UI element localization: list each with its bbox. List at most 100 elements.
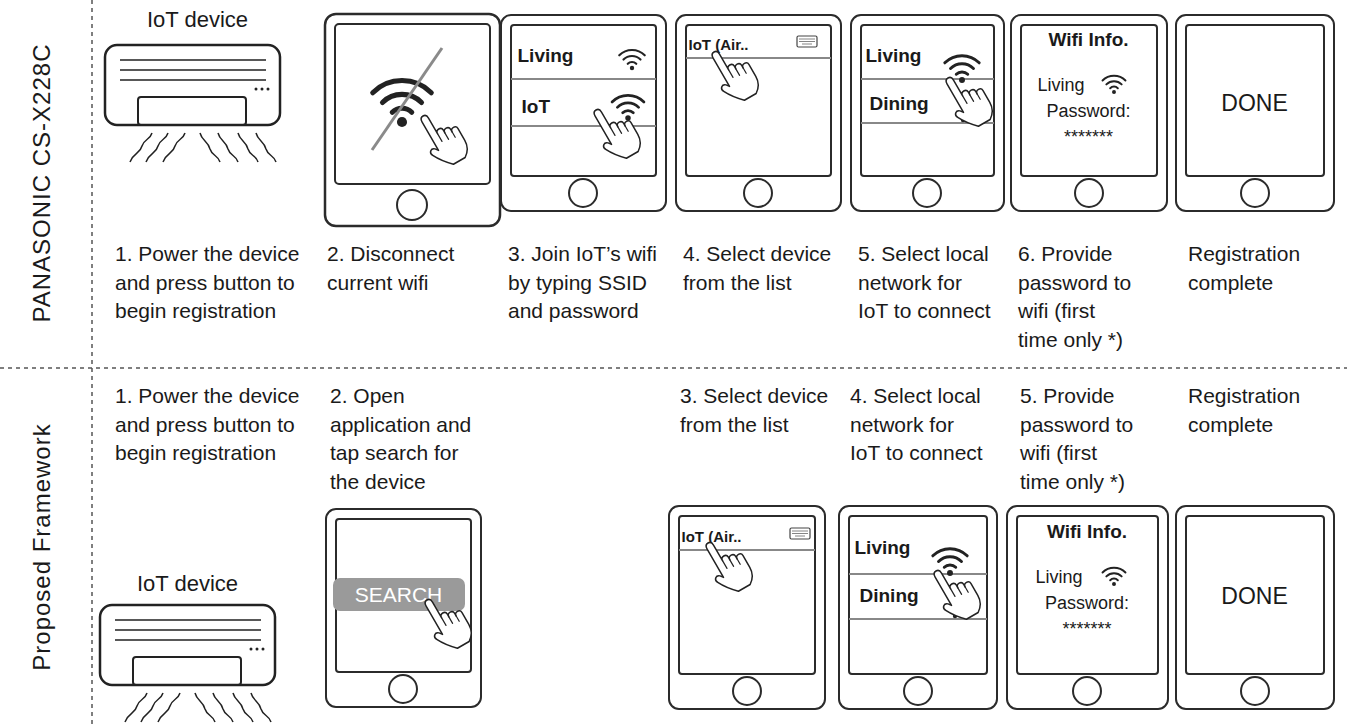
device-icon xyxy=(797,36,817,47)
airflow xyxy=(213,693,233,722)
device-name: IoT device xyxy=(147,6,307,35)
step-caption: 5. Select local network for IoT to conne… xyxy=(858,240,993,326)
ac-dot xyxy=(256,648,259,651)
pointing-hand xyxy=(586,98,646,165)
wifi-icon xyxy=(373,81,432,127)
home-button xyxy=(388,674,418,704)
list-divider xyxy=(849,618,987,620)
home-button xyxy=(1240,676,1270,706)
phone-screen xyxy=(335,24,490,184)
phone-frame: Wifi Info.LivingPassword:******* xyxy=(1010,14,1168,212)
step-caption: 2. Disconnect current wifi xyxy=(327,240,497,297)
screen-text: ******* xyxy=(1008,619,1166,640)
wifi-icon xyxy=(1103,568,1126,586)
phone-frame: DONE xyxy=(1175,505,1335,710)
ac-dot xyxy=(262,648,265,651)
phone-frame: LivingDining xyxy=(850,14,1005,212)
list-divider xyxy=(679,549,815,551)
wifi-icon xyxy=(945,56,979,83)
screen-text: Living xyxy=(855,537,911,559)
step-caption: Registration complete xyxy=(1188,382,1328,439)
screen-text: IoT xyxy=(522,96,551,118)
ac-dot xyxy=(267,88,270,91)
step-caption: 3. Select device from the list xyxy=(680,382,845,439)
step-caption: Registration complete xyxy=(1188,240,1328,297)
screen-text: IoT (Air.. xyxy=(682,528,742,545)
pointing-hand xyxy=(417,588,477,655)
airflow xyxy=(195,693,215,722)
ac-panel xyxy=(133,657,241,685)
airflow xyxy=(146,133,168,162)
screen-text: Living xyxy=(518,45,574,67)
pointing-hand xyxy=(413,104,473,171)
pointing-hand xyxy=(698,531,758,598)
wifi-dot xyxy=(961,118,965,122)
phone-frame: IoT (Air.. xyxy=(675,14,842,212)
list-divider xyxy=(861,122,994,124)
airflow xyxy=(130,133,152,162)
ac-grille xyxy=(120,60,266,80)
wifi-icon xyxy=(933,549,967,576)
ac-body xyxy=(105,45,280,125)
step-caption: 4. Select local network for IoT to conne… xyxy=(850,382,985,468)
screen-text: Dining xyxy=(860,585,919,607)
airflow xyxy=(163,133,185,162)
airflow xyxy=(256,133,276,162)
list-divider xyxy=(861,78,994,80)
list-divider xyxy=(686,57,831,59)
phone-frame: SEARCH xyxy=(325,508,482,708)
ac-body xyxy=(100,605,275,685)
screen-text: Living xyxy=(1036,567,1083,588)
airflow xyxy=(218,133,238,162)
home-button xyxy=(1072,676,1102,706)
vertical-divider xyxy=(91,0,93,727)
ac-dot xyxy=(255,88,258,91)
screen-text: Living xyxy=(1038,75,1085,96)
phone-frame: DONE xyxy=(1175,14,1335,212)
airflow xyxy=(233,693,253,722)
airflow xyxy=(158,693,180,722)
screen-text: Password: xyxy=(1008,593,1166,614)
horizontal-divider xyxy=(0,367,1347,369)
phone-body xyxy=(325,14,500,226)
list-divider xyxy=(849,573,987,575)
air-conditioner xyxy=(100,605,275,722)
home-button xyxy=(568,178,598,208)
pointing-hand xyxy=(926,559,986,626)
wifi-dot xyxy=(953,614,957,618)
wifi-icon xyxy=(619,50,644,70)
screen-text: DONE xyxy=(1177,90,1332,116)
device-name: IoT device xyxy=(137,570,297,599)
home-button xyxy=(903,676,933,706)
home-button xyxy=(397,190,427,220)
screen-text: Dining xyxy=(870,93,929,115)
step-caption: 1. Power the device and press button to … xyxy=(115,240,330,326)
list-divider xyxy=(511,78,656,80)
step-caption: 1. Power the device and press button to … xyxy=(115,382,330,468)
screen-text: Wifi Info. xyxy=(1012,29,1165,51)
ac-panel xyxy=(138,97,246,125)
strike-line xyxy=(372,48,442,150)
ac-dot xyxy=(261,88,264,91)
airflow xyxy=(238,133,258,162)
screen-details xyxy=(417,528,1126,655)
screen-text: Living xyxy=(866,45,922,67)
home-button xyxy=(912,178,942,208)
phone xyxy=(325,14,500,226)
step-caption: 2. Open application and tap search for t… xyxy=(330,382,480,496)
home-button xyxy=(1074,178,1104,208)
step-caption: 5. Provide password to wifi (first time … xyxy=(1020,382,1138,496)
airflow xyxy=(125,693,147,722)
screen-text: Password: xyxy=(1012,101,1165,122)
step-caption: 4. Select device from the list xyxy=(683,240,848,297)
search-button: SEARCH xyxy=(333,578,465,611)
airflow xyxy=(200,133,220,162)
device-icon xyxy=(790,528,810,539)
wifi-icon xyxy=(1103,76,1126,94)
screen-text: IoT (Air.. xyxy=(689,36,749,53)
pointing-hand xyxy=(938,66,998,133)
screen-text: Wifi Info. xyxy=(1008,521,1166,543)
